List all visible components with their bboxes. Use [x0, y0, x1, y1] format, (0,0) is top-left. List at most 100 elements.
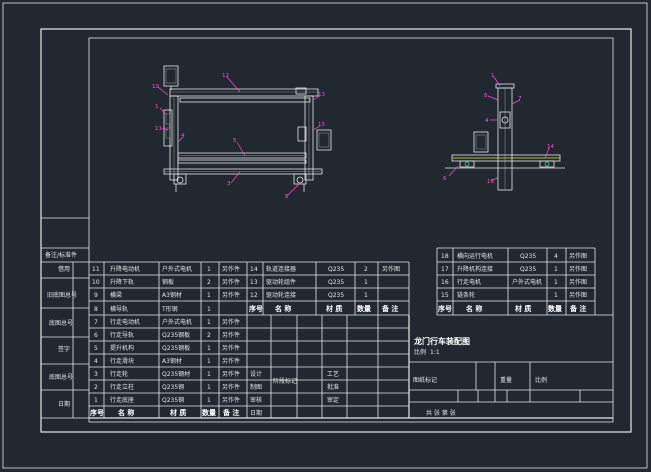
bomR-header-material: 材 质	[514, 304, 531, 313]
sig-approve: 批准	[327, 383, 339, 391]
bomL-seq-0: 11	[92, 266, 100, 273]
bomL-name-10: 行走底座	[110, 396, 134, 404]
side-label-0: 备注/标准件	[45, 251, 77, 259]
bomL-header-remark: 备 注	[222, 408, 239, 417]
side-label-6: 日期	[58, 400, 70, 408]
sig-design: 设计	[250, 370, 262, 378]
sig-date: 日期	[250, 409, 262, 417]
side-view-leaders	[448, 76, 550, 181]
front-view-drawing	[163, 65, 332, 192]
bomR-header-seq: 序号	[437, 304, 452, 313]
bomR-name-0: 横向运行电机	[457, 252, 493, 260]
bomL-name-7: 行走滑块	[110, 357, 134, 365]
bomM-header-remark: 备 注	[381, 304, 398, 313]
bomL-name-2: 横梁	[110, 291, 122, 299]
bomL-rem-4: 另作件	[222, 318, 240, 326]
bomM-header-material: 材 质	[325, 304, 342, 313]
bomM-mat-0: Q235	[328, 266, 344, 273]
doc-no-label: 图纸标记	[413, 376, 437, 384]
bomL-seq-10: 1	[94, 397, 98, 404]
bomL-qty-10: 1	[207, 397, 211, 404]
sig-code: 阶段标记	[273, 377, 297, 385]
bomL-rem-8: 另作件	[222, 370, 240, 378]
bomR-name-2: 行走电机	[457, 278, 481, 286]
bomR-rem-3: 另作图	[569, 291, 587, 299]
scale-label: 比例	[414, 348, 426, 356]
side-view-drawing	[445, 83, 565, 191]
bomR-name-1: 升降机构连接	[457, 265, 493, 273]
side-label-2: 旧底图总号	[47, 291, 77, 299]
bomR-seq-3: 15	[441, 292, 449, 299]
side-callout-3: 4	[485, 118, 489, 124]
bomL-qty-1: 2	[207, 279, 211, 286]
bomM-rem-0: 另作图	[382, 265, 400, 273]
weight-label: 重量	[500, 376, 512, 384]
bomL-mat-0: 户外式电机	[162, 265, 192, 273]
bomL-mat-7: A3钢材	[162, 357, 182, 365]
bomM-header-seq: 序号	[248, 304, 263, 313]
bomR-seq-0: 18	[441, 253, 449, 260]
bomL-qty-8: 1	[207, 371, 211, 378]
front-callout-7: 3	[227, 181, 231, 187]
bomR-qty-0: 4	[554, 253, 558, 260]
bomL-seq-3: 8	[94, 306, 98, 313]
bomM-name-2: 驱动轮连接	[266, 291, 296, 299]
bomM-seq-2: 12	[250, 292, 258, 299]
bomR-qty-1: 1	[554, 266, 558, 273]
sig-process: 审核	[250, 396, 262, 404]
front-view-leaders	[157, 76, 321, 196]
bomL-name-0: 升降电动机	[110, 265, 140, 273]
bomL-rem-1: 另作件	[222, 278, 240, 286]
side-strip	[41, 217, 89, 419]
front-callout-8: 8	[285, 194, 289, 200]
front-callout-3: 11	[155, 126, 162, 132]
bomL-rem-9: 另作件	[222, 383, 240, 391]
bomM-qty-2: 1	[364, 292, 368, 299]
bomR-qty-2: 1	[554, 279, 558, 286]
bomL-header-qty: 数量	[202, 408, 216, 417]
bomR-seq-1: 17	[441, 266, 449, 273]
bomL-name-6: 提升机构	[110, 344, 134, 352]
bomL-mat-2: A3钢材	[162, 291, 182, 299]
bomL-mat-8: Q235钢材	[162, 370, 190, 378]
side-label-5: 底图总号	[49, 373, 73, 381]
bomL-mat-4: 户外式电机	[162, 318, 192, 326]
bomR-name-3: 链条轮	[457, 291, 475, 299]
bomL-mat-9: Q235钢	[162, 383, 184, 391]
drawing-area	[88, 37, 614, 423]
bomM-name-1: 驱动轮组件	[266, 278, 296, 286]
bomR-header-remark: 备 注	[569, 304, 586, 313]
side-callout-0: 1	[491, 73, 495, 79]
bomL-qty-7: 1	[207, 358, 211, 365]
bomL-name-9: 行走立柱	[110, 383, 134, 391]
side-label-1: 借用	[58, 265, 70, 273]
bomL-seq-1: 10	[92, 279, 100, 286]
bomL-mat-10: Q235钢	[162, 396, 184, 404]
bomM-qty-1: 1	[364, 279, 368, 286]
bomL-rem-5: 另作件	[222, 331, 240, 339]
bomL-name-4: 行走电动机	[110, 318, 140, 326]
sig-std: 工艺	[327, 370, 339, 378]
front-callout-6: 15	[318, 122, 325, 128]
bomL-qty-9: 1	[207, 384, 211, 391]
side-callout-6: 16	[487, 179, 494, 185]
front-callout-2: 1	[155, 104, 159, 110]
sheet-label: 共 张 第 张	[426, 409, 456, 417]
bomL-seq-7: 4	[94, 358, 98, 365]
bomR-mat-2: 户外式电机	[512, 278, 542, 286]
bomL-rem-0: 另作件	[222, 265, 240, 273]
scale-col-label: 比例	[535, 376, 547, 384]
bomM-mat-2: Q235	[328, 292, 344, 299]
bomR-header-qty: 数量	[548, 304, 562, 313]
sig-review: 审定	[327, 396, 339, 404]
bom-right-grid	[436, 247, 613, 316]
bomM-header-qty: 数量	[357, 304, 371, 313]
bomR-rem-1: 另作图	[569, 265, 587, 273]
bomL-seq-8: 3	[94, 371, 98, 378]
bomL-name-3: 横导轨	[110, 305, 128, 313]
bomL-qty-2: 1	[207, 292, 211, 299]
scale-value: 1:1	[430, 349, 440, 356]
side-callout-5: 14	[547, 144, 554, 150]
title-block-grid	[409, 361, 613, 403]
side-callout-1: 8	[484, 93, 488, 99]
